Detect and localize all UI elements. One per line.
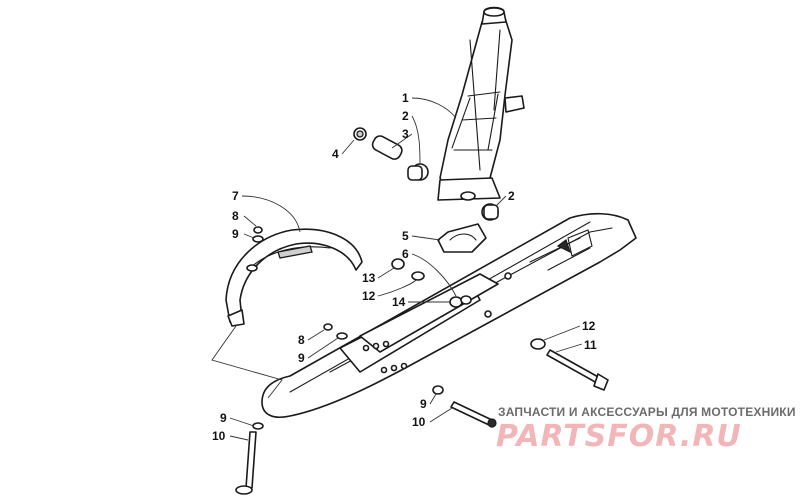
watermark: ЗАПЧАСТИ И АКСЕССУАРЫ ДЛЯ МОТОТЕХНИКИ PA… (496, 405, 796, 454)
callout-label: 11 (584, 338, 597, 352)
callout-label: 12 (582, 319, 596, 333)
hardware-parts (252, 226, 546, 430)
callout-label: 9 (420, 397, 427, 411)
callout-label: 2 (508, 189, 515, 203)
bolt-parts (235, 349, 609, 495)
callout-label: 10 (212, 429, 226, 443)
callout-leaders (229, 97, 583, 441)
callout-label: 8 (232, 209, 239, 223)
callout-label: 1 (402, 91, 409, 105)
callout-label: 7 (232, 189, 239, 203)
assembly-guide-lines (211, 325, 283, 399)
callout-label: 10 (412, 415, 426, 429)
bushing-part (353, 127, 499, 221)
callout-label: 5 (402, 229, 409, 243)
callout-labels: 1 2 3 4 2 5 6 7 8 9 13 12 14 12 11 8 9 9… (212, 91, 597, 443)
callout-label: 3 (402, 127, 409, 141)
callout-label: 9 (220, 411, 227, 425)
ski-body (261, 212, 637, 418)
callout-label: 13 (362, 271, 376, 285)
watermark-tagline: ЗАПЧАСТИ И АКСЕССУАРЫ ДЛЯ МОТОТЕХНИКИ (498, 405, 796, 419)
callout-label: 2 (402, 109, 409, 123)
handle-part (225, 228, 363, 327)
watermark-logo: PARTSFOR.RU (496, 419, 742, 454)
callout-label: 6 (402, 247, 409, 261)
pad-part (437, 223, 487, 253)
callout-label: 12 (362, 289, 376, 303)
callout-label: 4 (332, 147, 339, 161)
spindle-part (437, 6, 525, 201)
callout-label: 8 (298, 333, 305, 347)
callout-label: 14 (392, 295, 406, 309)
callout-label: 9 (298, 351, 305, 365)
callout-label: 9 (232, 227, 239, 241)
